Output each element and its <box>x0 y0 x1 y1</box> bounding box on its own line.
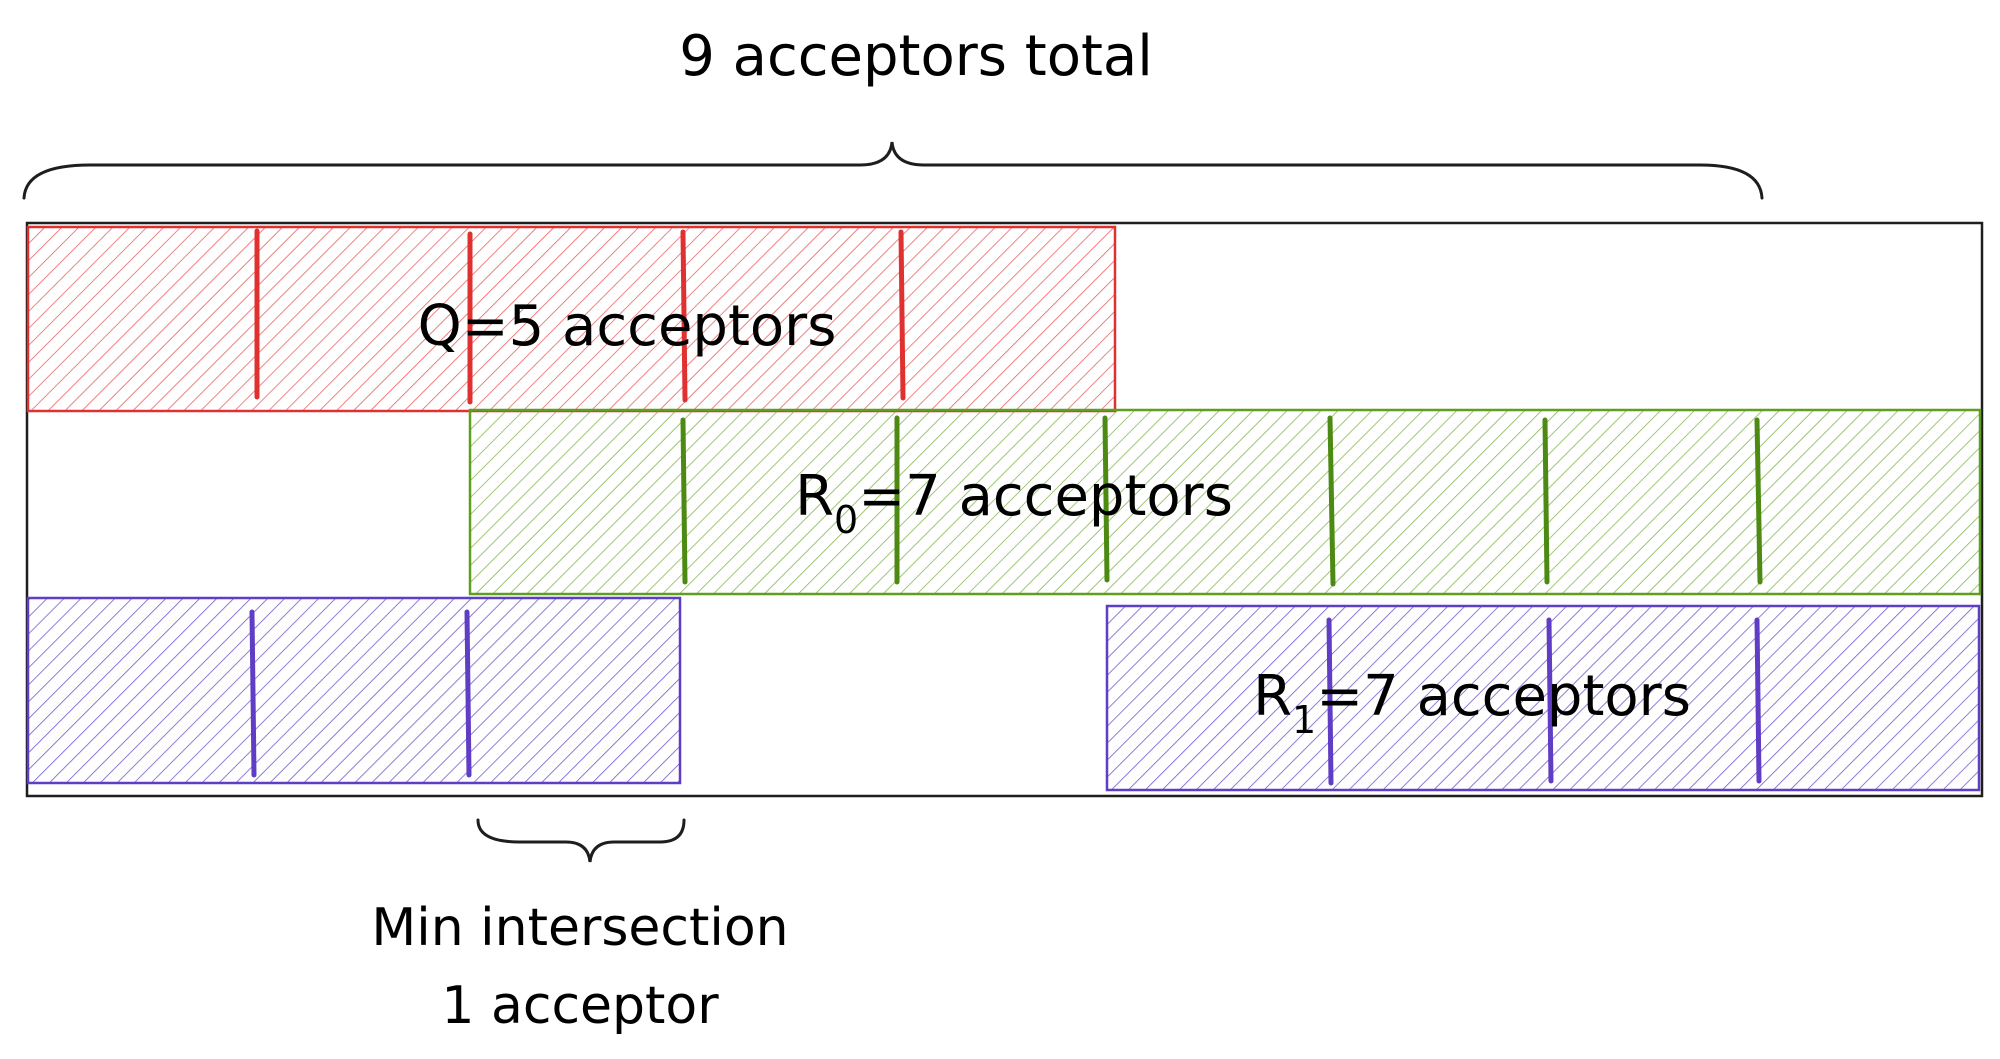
diagram-title: 9 acceptors total <box>679 24 1153 89</box>
total-brace <box>22 141 1764 200</box>
quorum-r0-box <box>468 408 1982 596</box>
quorum-q-box <box>26 225 1117 413</box>
quorum-q-label: Q=5 acceptors <box>418 294 837 359</box>
quorum-r1-divider <box>249 609 257 778</box>
quorum-r1-left-dividers <box>249 609 472 778</box>
quorum-q-group: Q=5 acceptors <box>26 225 1117 413</box>
quorum-r1-right-box <box>1105 604 1981 792</box>
intersection-label-line1: Min intersection <box>371 898 788 958</box>
quorum-r1-right-dividers <box>1326 617 1762 786</box>
quorum-r0-dividers <box>680 415 1763 587</box>
quorum-q-divider <box>680 229 688 403</box>
intersection-brace <box>476 818 686 863</box>
quorum-r0-divider <box>680 417 688 585</box>
quorum-r0-divider <box>1327 415 1336 587</box>
quorum-r1-divider <box>1546 617 1554 784</box>
quorum-r1-left-group <box>26 596 682 785</box>
quorum-r0-divider <box>1542 417 1550 585</box>
quorum-r0-label: R0=7 acceptors <box>795 464 1233 542</box>
quorum-r1-left-box <box>26 596 682 785</box>
quorum-r1-divider <box>1326 617 1334 786</box>
quorum-r1-right-group: R1=7 acceptors <box>1105 604 1981 792</box>
quorum-q-dividers <box>254 228 906 405</box>
intersection-label-line2: 1 acceptor <box>441 976 719 1036</box>
quorum-r1-label: R1=7 acceptors <box>1253 664 1691 742</box>
quorum-r0-divider <box>1102 415 1110 583</box>
quorum-r0-divider <box>1754 417 1763 585</box>
quorum-q-divider <box>898 229 906 401</box>
quorum-r0-group: R0=7 acceptors <box>468 408 1982 596</box>
acceptor-pool-outline <box>25 221 1984 798</box>
quorum-r1-divider <box>464 609 472 778</box>
quorum-r1-divider <box>1754 617 1762 784</box>
